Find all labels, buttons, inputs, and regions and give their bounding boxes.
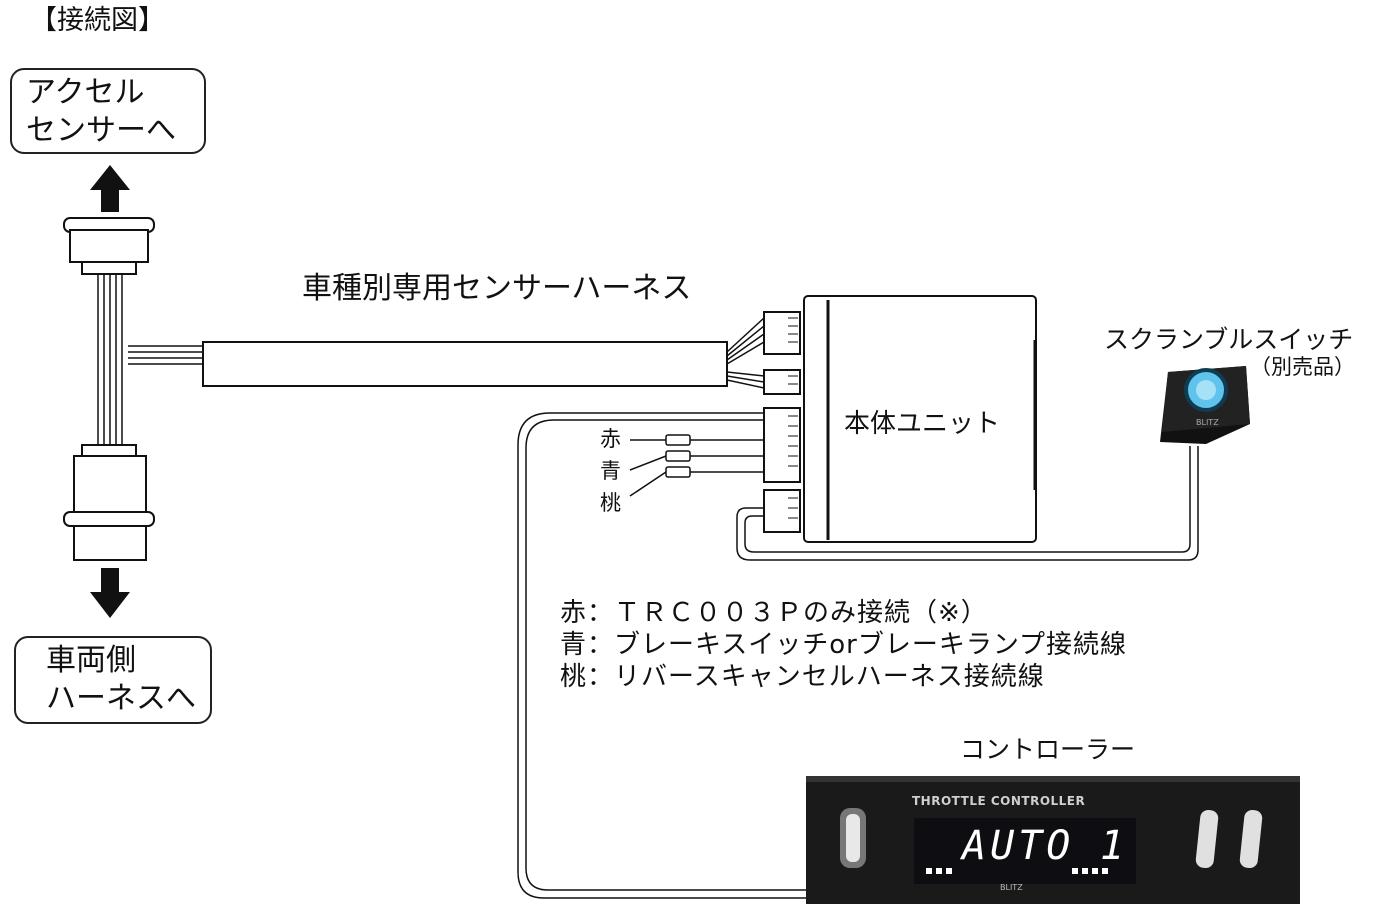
vertical-wires xyxy=(97,274,123,455)
sensor-harness-label: 車種別専用センサーハーネス xyxy=(302,271,692,306)
wire-stubs xyxy=(629,434,764,497)
accel-box-line2: センサーへ xyxy=(26,113,176,148)
accel-sensor-box: アクセル センサーへ xyxy=(10,68,206,154)
legend: 赤：ＴＲＣ００３Ｐのみ接続（※） 青：ブレーキスイッチorブレーキランプ接続線 … xyxy=(560,592,1128,692)
arrow-up-icon xyxy=(90,165,130,212)
unit-connectors xyxy=(763,311,801,533)
sensor-harness-tube xyxy=(202,341,728,387)
controller-panel xyxy=(806,776,1300,904)
branch-wires xyxy=(128,345,205,365)
switch-logo: BLITZ xyxy=(1196,418,1219,427)
vehicle-box-line2: ハーネスへ xyxy=(46,681,196,716)
controller-mode: 1 xyxy=(1100,823,1129,869)
legend-pink: 桃：リバースキャンセルハーネス接続線 xyxy=(560,662,1045,692)
wire-label-pink: 桃 xyxy=(600,491,621,515)
legend-red: 赤：ＴＲＣ００３Ｐのみ接続（※） xyxy=(560,598,988,628)
wire-label-red: 赤 xyxy=(600,427,621,451)
controller-panel-title: THROTTLE CONTROLLER xyxy=(912,794,1086,808)
vehicle-harness-box: 車両側 ハーネスへ xyxy=(14,636,212,724)
controller-label: コントローラー xyxy=(960,735,1136,764)
wire-label-blue: 青 xyxy=(600,459,621,483)
scramble-switch xyxy=(1160,366,1250,444)
accel-box-line1: アクセル xyxy=(26,75,145,110)
arrow-down-icon xyxy=(90,568,130,618)
switch-note: （別売品） xyxy=(1250,355,1355,379)
main-unit-label: 本体ユニット xyxy=(844,409,1001,439)
controller-cable xyxy=(517,412,810,899)
lower-connector xyxy=(63,444,155,561)
controller-display: AUTO xyxy=(962,823,1075,869)
switch-cable xyxy=(736,446,1199,561)
fan-wires xyxy=(726,317,765,389)
vehicle-box-line1: 車両側 xyxy=(46,643,136,678)
controller-logo: BLITZ xyxy=(1000,883,1023,892)
upper-connector xyxy=(63,217,155,275)
diagram-title: 【接続図】 xyxy=(30,5,165,36)
connector-pins xyxy=(788,317,798,519)
switch-label: スクランブルスイッチ xyxy=(1104,325,1354,354)
legend-blue: 青：ブレーキスイッチorブレーキランプ接続線 xyxy=(560,630,1128,660)
